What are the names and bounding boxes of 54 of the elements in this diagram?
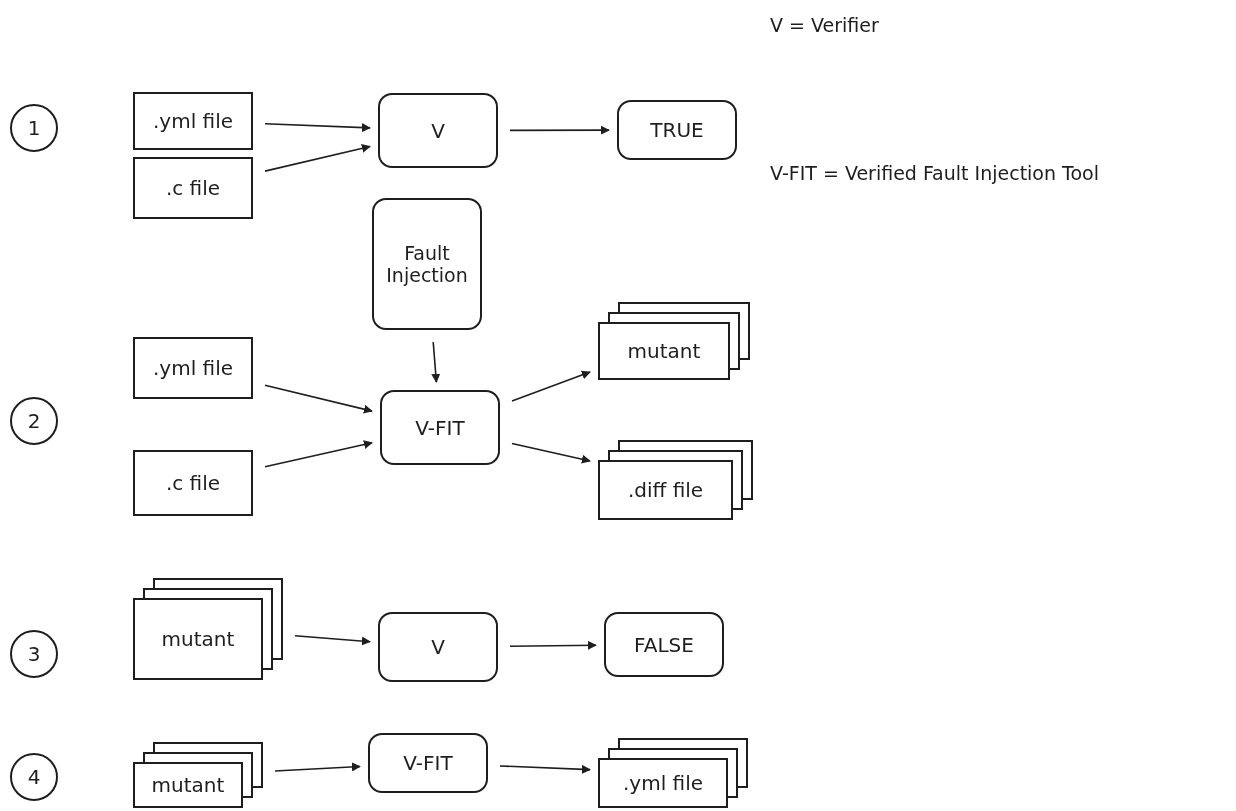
arrow [264, 384, 373, 414]
step-number-circle [10, 630, 58, 678]
arrow [294, 635, 371, 646]
step-number-circle [10, 753, 58, 801]
node-label: V [431, 118, 445, 143]
step-number: 3 [27, 642, 41, 666]
arrow [264, 143, 371, 172]
node-label: Fault Injection [385, 242, 469, 286]
arrow [511, 370, 591, 402]
step-number: 4 [27, 765, 41, 789]
document-stack [598, 738, 748, 808]
step-number-circle [10, 397, 58, 445]
process-box [378, 93, 498, 168]
node-label: .diff file [627, 478, 704, 502]
document-stack [133, 742, 263, 808]
step-number: 2 [27, 409, 41, 433]
arrow [274, 762, 361, 772]
file-box [133, 337, 253, 399]
definition-note: V = Verifier [770, 13, 879, 38]
process-box [617, 100, 737, 160]
process-box [372, 198, 482, 330]
document-stack [133, 578, 283, 680]
definition-note: V-FIT = Verified Fault Injection Tool [770, 161, 1099, 186]
node-label: .yml file [622, 771, 704, 795]
process-box [380, 390, 500, 465]
file-box [133, 450, 253, 516]
node-label: mutant [627, 339, 701, 363]
node-label: V-FIT [415, 415, 465, 440]
node-label: FALSE [634, 632, 694, 657]
node-label: mutant [161, 627, 235, 651]
arrow [264, 123, 371, 133]
node-label: .c file [165, 176, 221, 200]
document-stack [598, 440, 753, 520]
arrow [509, 125, 610, 135]
node-label: V-FIT [403, 751, 453, 775]
node-label: TRUE [650, 118, 704, 142]
file-box [133, 92, 253, 150]
arrow [264, 440, 373, 468]
node-label: mutant [151, 773, 225, 797]
document-stack [598, 302, 750, 380]
arrow [431, 341, 441, 383]
process-box [368, 733, 488, 793]
node-label: .yml file [152, 356, 234, 380]
step-number-circle [10, 104, 58, 152]
file-box [133, 157, 253, 219]
node-label: .yml file [152, 109, 234, 133]
arrow [509, 640, 597, 650]
arrow [511, 442, 591, 464]
step-number: 1 [27, 116, 41, 140]
arrow [499, 764, 591, 774]
node-label: V [431, 635, 445, 659]
process-box [378, 612, 498, 682]
node-label: .c file [165, 471, 221, 495]
process-box [604, 612, 724, 677]
